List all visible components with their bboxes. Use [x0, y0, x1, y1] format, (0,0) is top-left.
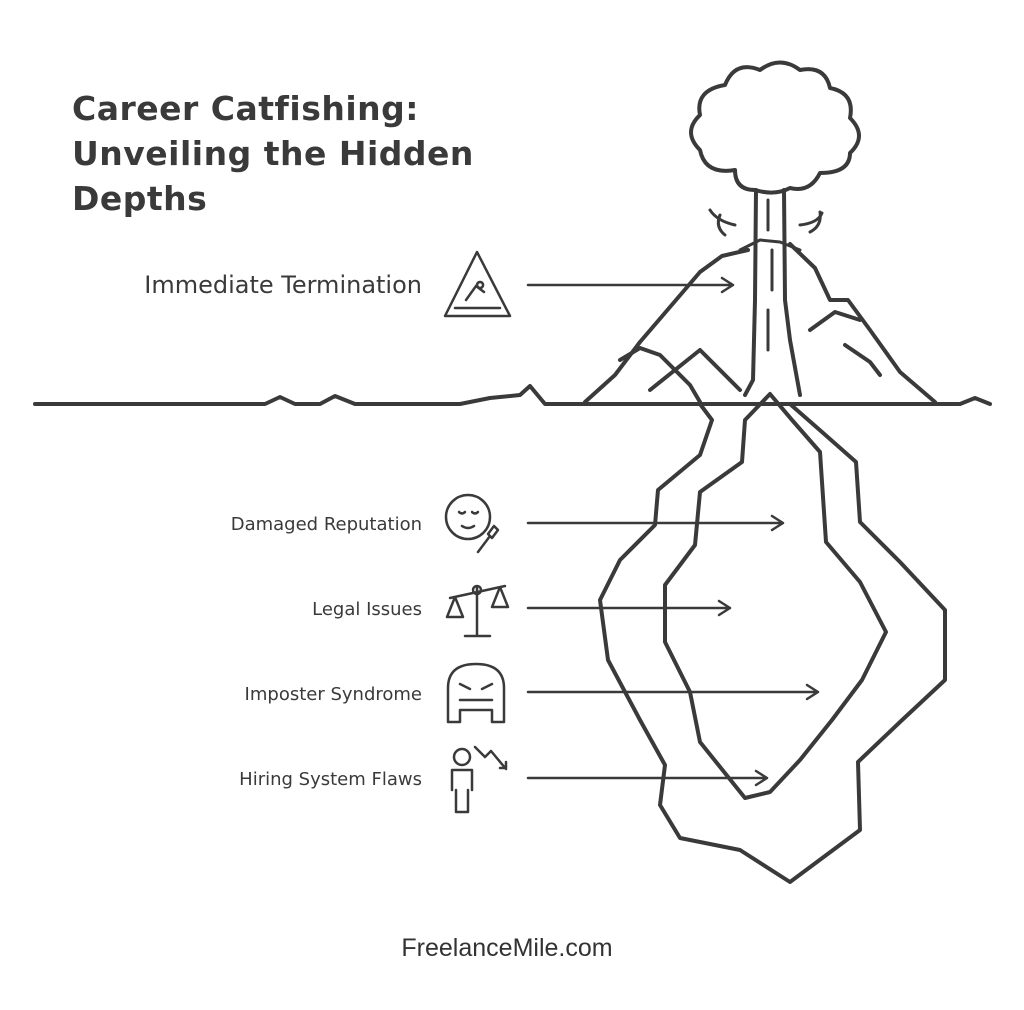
magma-conduit-left	[743, 188, 758, 397]
title-line-3: Depths	[72, 179, 208, 218]
arrow-immediate-termination	[526, 276, 735, 294]
magma-conduit-right	[782, 188, 802, 397]
volcano-right	[788, 242, 937, 404]
arrows	[526, 276, 820, 787]
iceberg-outer	[598, 402, 947, 884]
title-line-2: Unveiling the Hidden	[72, 134, 474, 173]
label-imposter-syndrome: Imposter Syndrome	[244, 684, 422, 705]
diagram-title: Career Catfishing: Unveiling the Hidden …	[72, 86, 474, 221]
iceberg-inner	[663, 392, 888, 800]
label-hiring-system-flaws: Hiring System Flaws	[239, 769, 422, 790]
face-makeup-icon	[444, 493, 500, 554]
horizon-line	[33, 384, 992, 406]
volcano-left	[583, 248, 750, 404]
footer-site-name: FreelanceMile.com	[401, 934, 613, 962]
angry-mask-icon	[446, 662, 506, 724]
arrow-hiring-system-flaws	[526, 769, 769, 787]
slip-warning-icon	[443, 250, 512, 318]
scales-icon	[445, 584, 510, 638]
label-legal-issues: Legal Issues	[312, 599, 422, 620]
eruption-cloud	[689, 60, 861, 195]
label-immediate-termination: Immediate Termination	[144, 271, 422, 299]
label-damaged-reputation: Damaged Reputation	[230, 514, 422, 535]
arrow-legal-issues	[526, 599, 732, 617]
arrow-imposter-syndrome	[526, 683, 820, 701]
person-decline-icon	[450, 745, 508, 814]
title-line-1: Career Catfishing:	[72, 89, 419, 128]
arrow-damaged-reputation	[526, 514, 785, 532]
